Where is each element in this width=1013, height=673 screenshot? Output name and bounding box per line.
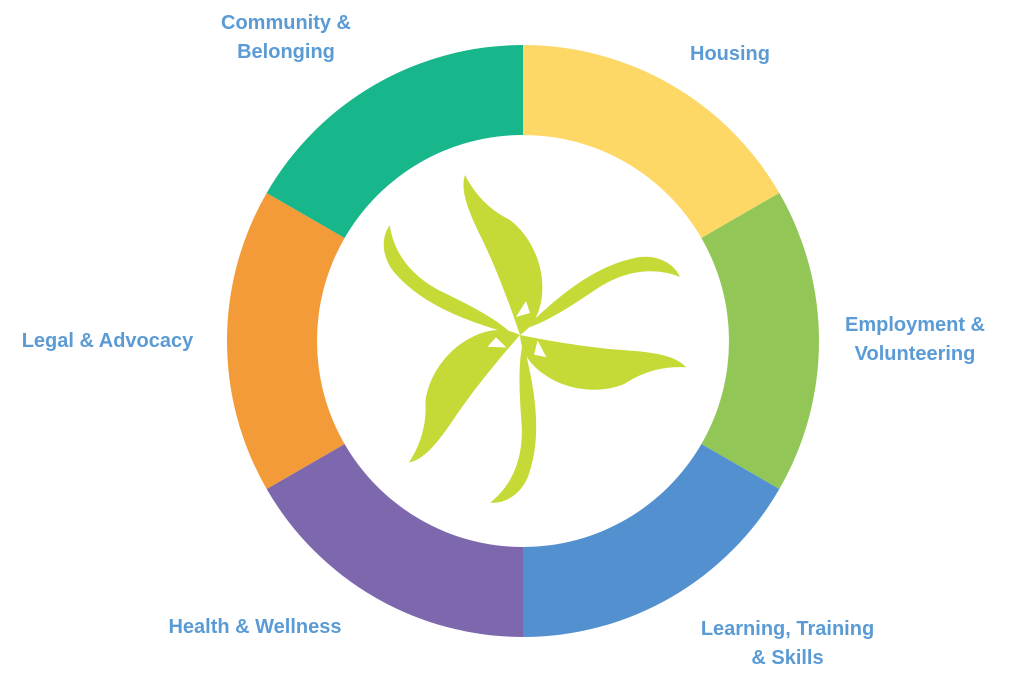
label-housing: Housing [690, 43, 770, 65]
label-community-belonging: Community & Belonging [221, 12, 351, 63]
swirl-logo [383, 175, 687, 503]
logo-blade [490, 335, 687, 503]
ring-segments [227, 45, 820, 637]
segment-community [266, 45, 523, 238]
logo-blade [383, 225, 520, 463]
segment-employment [701, 193, 820, 489]
segment-legal [227, 193, 345, 489]
label-health-wellness: Health & Wellness [168, 616, 342, 638]
label-learning-training-skills: Learning, Training & Skills [700, 618, 875, 669]
segment-learning [523, 444, 780, 637]
logo-blade [463, 175, 680, 335]
segment-health [266, 444, 523, 637]
label-legal-advocacy: Legal & Advocacy [21, 330, 194, 352]
label-employment-volunteering: Employment & Volunteering [844, 314, 986, 365]
segment-housing [523, 45, 780, 238]
